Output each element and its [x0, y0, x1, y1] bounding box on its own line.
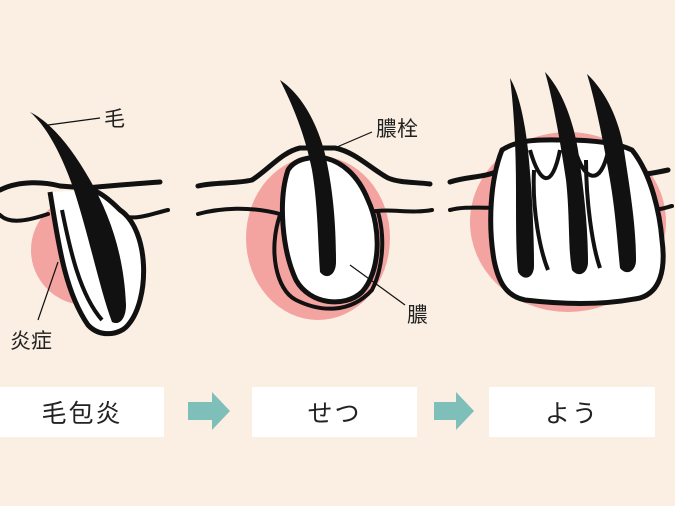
stage-label-furuncle: せつ	[252, 387, 417, 437]
stage-folliculitis-illustration: 毛 炎症	[0, 107, 170, 353]
inflammation-label-leader	[37, 261, 59, 321]
stage-label-text: よう	[544, 399, 599, 428]
stage-label-folliculitis: 毛包炎	[0, 387, 164, 437]
pus-label: 膿	[407, 303, 428, 327]
hair-shaft-1	[510, 78, 534, 278]
plug-label: 膿栓	[376, 117, 418, 141]
stage-label-text: せつ	[307, 399, 362, 428]
hair-shaft-2	[545, 72, 588, 275]
arrow-right-icon	[188, 392, 230, 430]
plug-label-leader	[329, 131, 373, 151]
hair-label-leader	[47, 117, 101, 126]
hair-shaft-3	[587, 74, 636, 273]
pus-label-leader	[349, 264, 406, 306]
stage-label-carbuncle: よう	[489, 387, 655, 437]
stage-label-text: 毛包炎	[41, 399, 123, 428]
follicle-inner-line	[60, 209, 104, 322]
follicle-outer-line	[272, 211, 385, 311]
hair-shaft	[30, 112, 126, 324]
stage-furuncle-illustration: 膿栓 膿	[195, 80, 434, 327]
inflammation-label: 炎症	[10, 329, 52, 353]
arrow-right-icon	[434, 392, 474, 430]
stage-carbuncle-illustration	[447, 72, 674, 312]
hair-label: 毛	[104, 107, 125, 131]
hair-shaft	[280, 80, 336, 277]
